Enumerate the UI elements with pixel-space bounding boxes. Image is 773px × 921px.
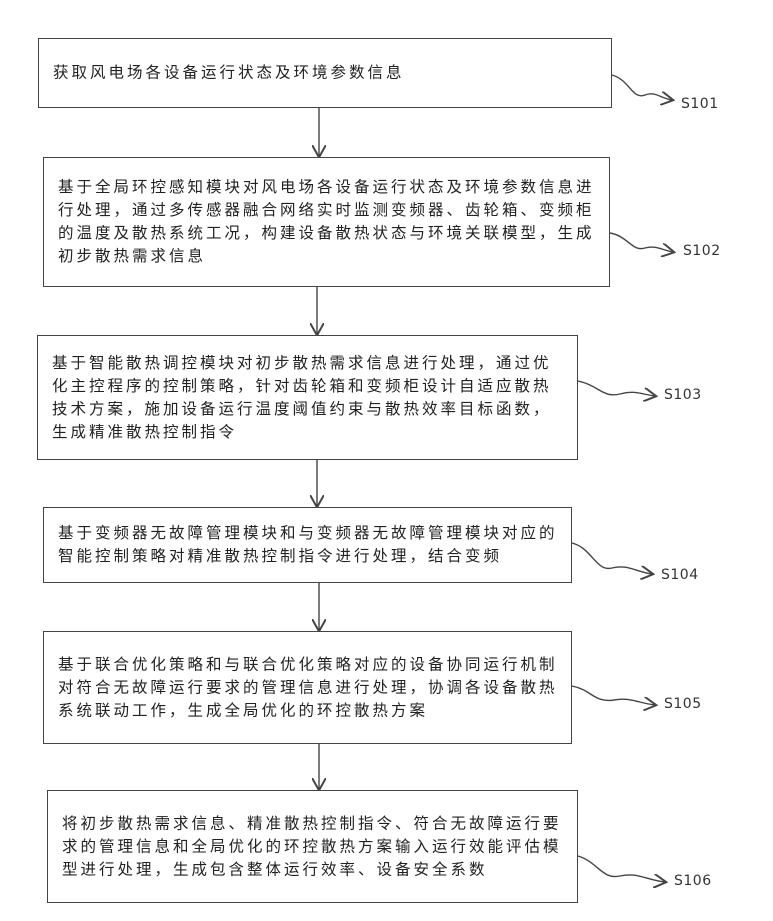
step-label-s102: S102 [683, 243, 721, 259]
step-label-s103: S103 [664, 387, 702, 403]
leader-s106 [578, 856, 665, 882]
step-text-s102: 基于全局环控感知模块对风电场各设备运行状态及环境参数信息进行处理，通过多传感器融… [58, 176, 599, 268]
step-label-s101: S101 [681, 96, 719, 112]
leader-s103 [578, 381, 655, 396]
step-text-s106: 将初步散热需求信息、精准散热控制指令、符合无故障运行要求的管理信息和全局优化的环… [62, 812, 567, 881]
step-label-s104: S104 [661, 567, 699, 583]
leader-s101 [612, 75, 672, 100]
step-box-s103: 基于智能散热调控模块对初步散热需求信息进行处理，通过优化主控程序的控制策略，针对… [37, 335, 578, 460]
step-label-s105: S105 [664, 696, 702, 712]
step-label-s106: S106 [674, 873, 712, 889]
step-box-s104: 基于变频器无故障管理模块和与变频器无故障管理模块对应的智能控制策略对精准散热控制… [43, 507, 572, 583]
step-box-s101: 获取风电场各设备运行状态及环境参数信息 [38, 38, 612, 108]
step-text-s103: 基于智能散热调控模块对初步散热需求信息进行处理，通过优化主控程序的控制策略，针对… [52, 352, 567, 444]
step-box-s106: 将初步散热需求信息、精准散热控制指令、符合无故障运行要求的管理信息和全局优化的环… [47, 790, 578, 903]
step-text-s101: 获取风电场各设备运行状态及环境参数信息 [53, 62, 601, 85]
step-text-s104: 基于变频器无故障管理模块和与变频器无故障管理模块对应的智能控制策略对精准散热控制… [58, 522, 561, 568]
step-box-s105: 基于联合优化策略和与联合优化策略对应的设备协同运行机制对符合无故障运行要求的管理… [43, 631, 572, 744]
leader-s105 [572, 686, 655, 705]
leader-s104 [572, 543, 652, 574]
step-box-s102: 基于全局环控感知模块对风电场各设备运行状态及环境参数信息进行处理，通过多传感器融… [43, 157, 610, 287]
leader-s102 [610, 233, 673, 252]
step-text-s105: 基于联合优化策略和与联合优化策略对应的设备协同运行机制对符合无故障运行要求的管理… [58, 653, 561, 722]
